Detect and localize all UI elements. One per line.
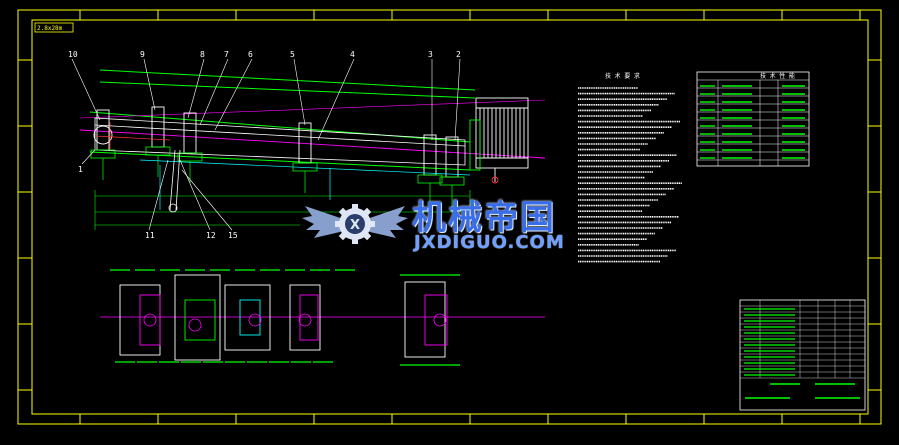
spec-table-title: 技 术 性 能 — [760, 72, 795, 80]
part-number-1: 1 — [78, 165, 83, 174]
spec-table-border — [696, 71, 810, 167]
leader-line — [199, 58, 229, 126]
part-number-8: 8 — [200, 50, 205, 59]
part-number-5: 5 — [290, 50, 295, 59]
part-number-7: 7 — [224, 50, 229, 59]
support-base — [90, 149, 116, 159]
section-block — [404, 281, 446, 358]
part-number-12: 12 — [206, 231, 216, 240]
support-base — [439, 176, 465, 186]
gear-tooth — [362, 231, 372, 241]
support-base — [417, 174, 443, 184]
section-views — [100, 269, 545, 366]
gear-wings-logo-icon: X — [302, 204, 408, 244]
tyre-station — [423, 134, 437, 176]
leader-line — [317, 58, 355, 141]
part-number-15: 15 — [228, 231, 238, 240]
watermark-cn-text: 机械帝国 — [412, 198, 556, 238]
gear-tooth — [352, 238, 358, 244]
leader-line — [71, 58, 101, 121]
part-number-9: 9 — [140, 50, 145, 59]
section-block — [289, 284, 321, 351]
svg-text:X: X — [350, 218, 360, 233]
leader-line — [454, 58, 461, 141]
bearing-circle — [143, 313, 157, 327]
tech-req-title: 技 术 要 求 — [605, 72, 640, 80]
tyre-station — [183, 112, 197, 154]
tyre-station — [151, 106, 165, 148]
watermark-en-text: JXDIGUO.COM — [414, 232, 565, 253]
leader-line — [214, 58, 253, 131]
gear-tooth — [352, 204, 358, 210]
gear-tooth — [369, 221, 375, 227]
leader-line — [181, 169, 233, 231]
section-block — [299, 294, 319, 341]
part-number-4: 4 — [350, 50, 355, 59]
title-tag-box — [34, 22, 74, 33]
section-block — [139, 294, 161, 346]
tyre-ring — [93, 125, 113, 145]
title-block-border — [739, 299, 866, 411]
watermark: X 机械帝国 JXDIGUO.COM — [300, 188, 600, 258]
section-block — [184, 299, 216, 341]
title-tag: 2.8x28m — [37, 25, 63, 32]
leader-line — [187, 58, 205, 119]
support-base — [145, 146, 171, 156]
bearing-circle — [433, 313, 447, 327]
part-number-3: 3 — [428, 50, 433, 59]
spec-table: 技 术 性 能 — [696, 71, 810, 167]
section-block — [174, 274, 221, 361]
bearing-circle — [248, 313, 262, 327]
leader-line — [148, 159, 169, 231]
drawing-frame — [17, 9, 882, 425]
section-block — [424, 294, 448, 346]
leader-line — [293, 58, 306, 126]
part-number-2: 2 — [456, 50, 461, 59]
leader-line — [179, 159, 211, 231]
bearing-circle — [298, 313, 312, 327]
part-number-11: 11 — [145, 231, 155, 240]
part-number-10: 10 — [68, 50, 78, 59]
section-block — [224, 284, 271, 351]
gear-tooth — [335, 221, 341, 227]
gear-tooth — [362, 207, 372, 217]
leader-line — [81, 149, 96, 165]
title-block — [739, 299, 866, 411]
technical-requirements: 技 术 要 求 — [578, 72, 682, 263]
leader-line — [143, 58, 156, 111]
section-block — [239, 299, 261, 336]
bearing-circle — [188, 318, 202, 332]
part-number-6: 6 — [248, 50, 253, 59]
kiln-inlet-structure — [469, 97, 529, 184]
tyre-station — [445, 136, 459, 178]
